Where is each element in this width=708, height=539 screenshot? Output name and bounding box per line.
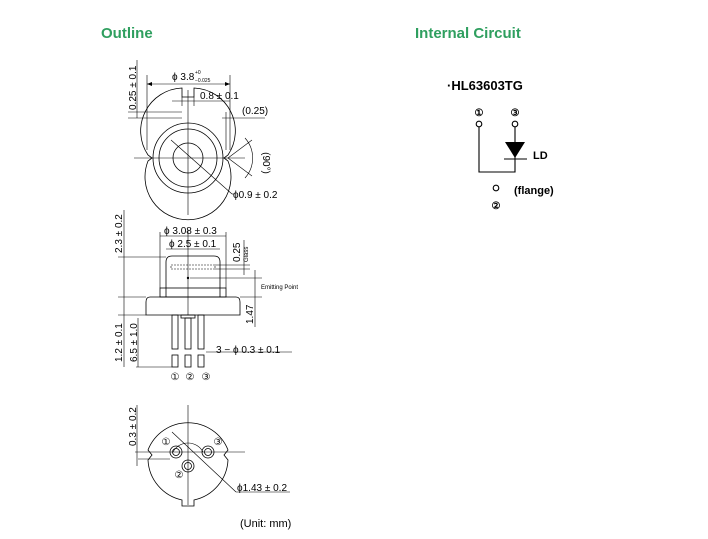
bottom-pin-2-label: ② xyxy=(175,470,184,481)
lead-length-text: 6.5 ± 1.0 xyxy=(129,323,140,362)
angle-text: (90°) xyxy=(260,152,271,174)
glass-thickness-text: 0.25 xyxy=(232,242,243,262)
side-pin-1: ① xyxy=(171,372,180,383)
terminal-1 xyxy=(475,120,483,128)
window-leader xyxy=(170,139,233,195)
bottom-pin-3-outer xyxy=(201,445,215,459)
total-height-text: 2.3 ± 0.2 xyxy=(114,214,125,253)
part-number: ·HL63603TG xyxy=(447,78,523,93)
circuit-pin-3-label: ③ xyxy=(511,108,520,119)
cap-inner-diameter-text: ϕ 2.5 ± 0.1 xyxy=(169,239,217,250)
angle-line-2 xyxy=(227,157,253,177)
lead-3-lower xyxy=(197,354,205,368)
internal-circuit-heading: Internal Circuit xyxy=(415,25,521,42)
lead-2-lower xyxy=(184,354,192,368)
bottom-pin-2-outer xyxy=(181,459,195,473)
lead-1-lower xyxy=(171,354,179,368)
bottom-view-outline xyxy=(147,422,229,507)
top-view: ϕ 3.8 +0 −0.025 0.8 ± 0.1 (0.25) 0.25 ± … xyxy=(128,60,278,221)
window-diameter-text: ϕ0.9 ± 0.2 xyxy=(233,190,278,201)
flange-label: (flange) xyxy=(514,185,554,197)
bottom-pin-3-inner xyxy=(204,448,212,456)
pin-circle-leader xyxy=(171,431,237,493)
side-view-glass xyxy=(170,264,216,270)
cap-diameter-text: ϕ 3.08 ± 0.3 xyxy=(164,226,217,237)
flange-thickness-text: 1.2 ± 0.1 xyxy=(114,323,125,362)
internal-circuit: ·HL63603TG ① ③ LD ② (flange) xyxy=(447,78,554,212)
side-view-cap-base xyxy=(159,287,227,298)
terminal-2 xyxy=(492,184,500,192)
lead-2-upper xyxy=(184,317,192,350)
bottom-pin-1-outer xyxy=(169,445,183,459)
unit-label: (Unit: mm) xyxy=(240,518,291,530)
terminal-3 xyxy=(511,120,519,128)
emitting-point-label: Emitting Point xyxy=(261,285,298,291)
pin-circle-text: ϕ1.43 ± 0.2 xyxy=(237,483,287,494)
side-view-cap xyxy=(165,255,221,297)
lead-1-upper xyxy=(171,314,179,350)
angle-arc xyxy=(244,137,253,179)
laser-diode-icon xyxy=(505,142,525,158)
circuit-pin-2-label: ② xyxy=(492,201,501,212)
bottom-pin-1-inner xyxy=(172,448,180,456)
outer-diameter-text: ϕ 3.8 xyxy=(172,72,195,83)
bottom-pin-3-label: ③ xyxy=(214,437,223,448)
bottom-pin-1-label: ① xyxy=(162,437,171,448)
outline-heading: Outline xyxy=(101,25,153,42)
ld-label: LD xyxy=(533,150,548,162)
lead-3-upper xyxy=(197,314,205,350)
bottom-pin-2-inner xyxy=(184,462,192,470)
lead-2-stem xyxy=(180,314,196,319)
bottom-view: 0.3 ± 0.2 ϕ1.43 ± 0.2 ① ② ③ (Unit: mm) xyxy=(128,405,291,530)
offset-text: 0.3 ± 0.2 xyxy=(128,407,139,446)
angle-line-1 xyxy=(227,139,253,159)
lead-diameter-text: 3 − ϕ 0.3 ± 0.1 xyxy=(216,345,281,356)
outer-diameter-tol-lower: −0.025 xyxy=(195,78,211,84)
circuit-pin-1-label: ① xyxy=(475,108,484,119)
emitting-height-text: 1.47 xyxy=(245,304,256,324)
notch-width-text: 0.8 ± 0.1 xyxy=(200,91,239,102)
side-view: ϕ 3.08 ± 0.3 ϕ 2.5 ± 0.1 0.25 Glass Emit… xyxy=(114,210,298,383)
top-view-outer-outline xyxy=(140,87,236,221)
glass-label: Glass xyxy=(244,247,250,262)
side-pin-3: ③ xyxy=(202,372,211,383)
thickness-text: 0.25 ± 0.1 xyxy=(128,65,139,110)
side-view-flange xyxy=(145,296,241,316)
circuit-wire xyxy=(478,127,516,173)
emitting-point-dot xyxy=(186,276,190,280)
notch-depth-text: (0.25) xyxy=(242,106,268,117)
side-pin-2: ② xyxy=(186,372,195,383)
outer-diameter-tol-upper: +0 xyxy=(195,70,201,76)
